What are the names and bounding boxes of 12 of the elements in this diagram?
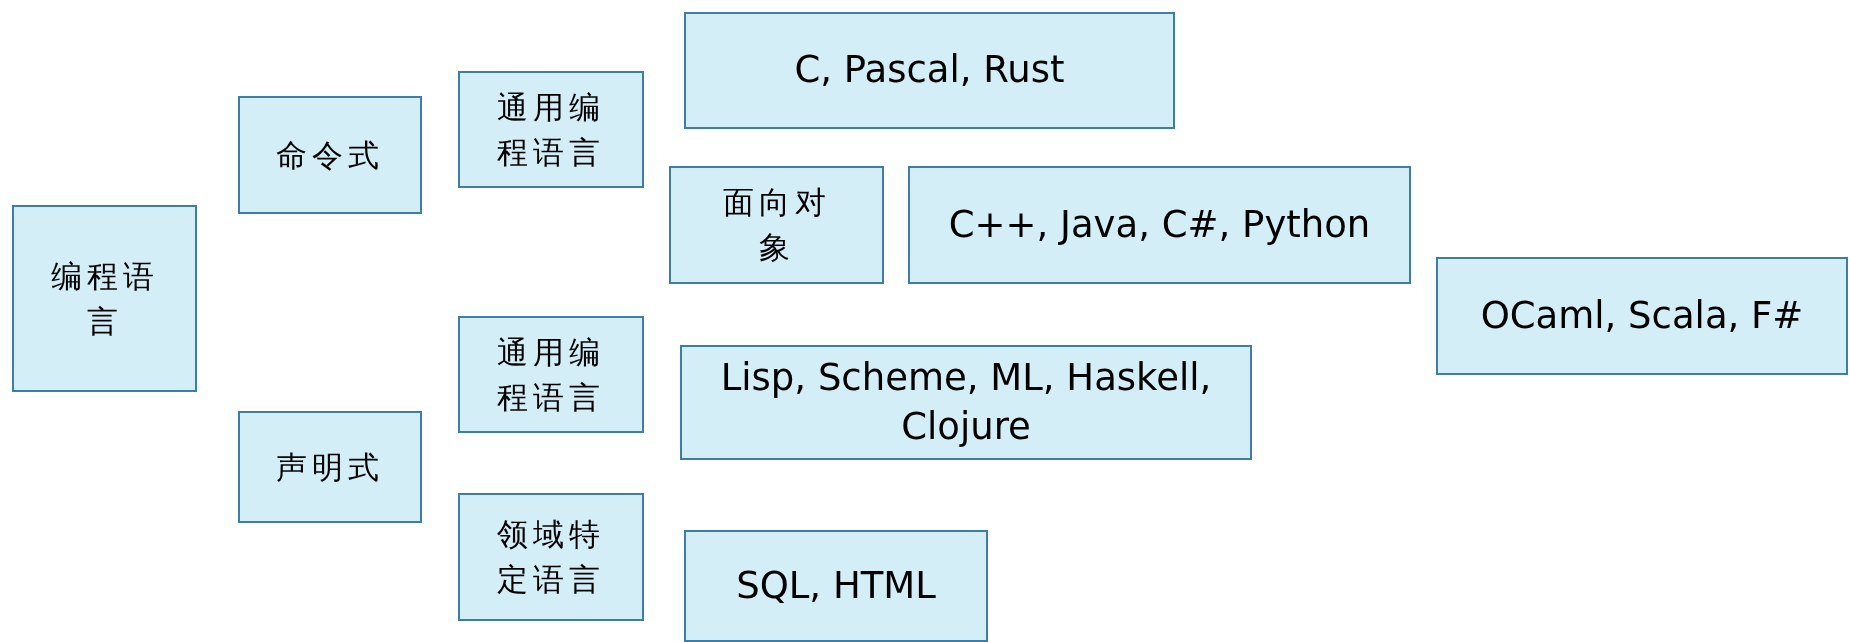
category-box: 命令式 [238,96,422,214]
category-box: 面向对象 [669,166,884,284]
category-box: 通用编程语言 [458,71,644,188]
category-box: 声明式 [238,411,422,523]
category-box: 通用编程语言 [458,316,644,433]
category-box: Lisp, Scheme, ML, Haskell, Clojure [680,345,1252,460]
category-box: 编程语言 [12,205,197,392]
category-box: C++, Java, C#, Python [908,166,1411,284]
category-box: C, Pascal, Rust [684,12,1175,129]
category-box: SQL, HTML [684,530,988,642]
category-box: 领域特定语言 [458,493,644,621]
category-box: OCaml, Scala, F# [1436,257,1848,375]
